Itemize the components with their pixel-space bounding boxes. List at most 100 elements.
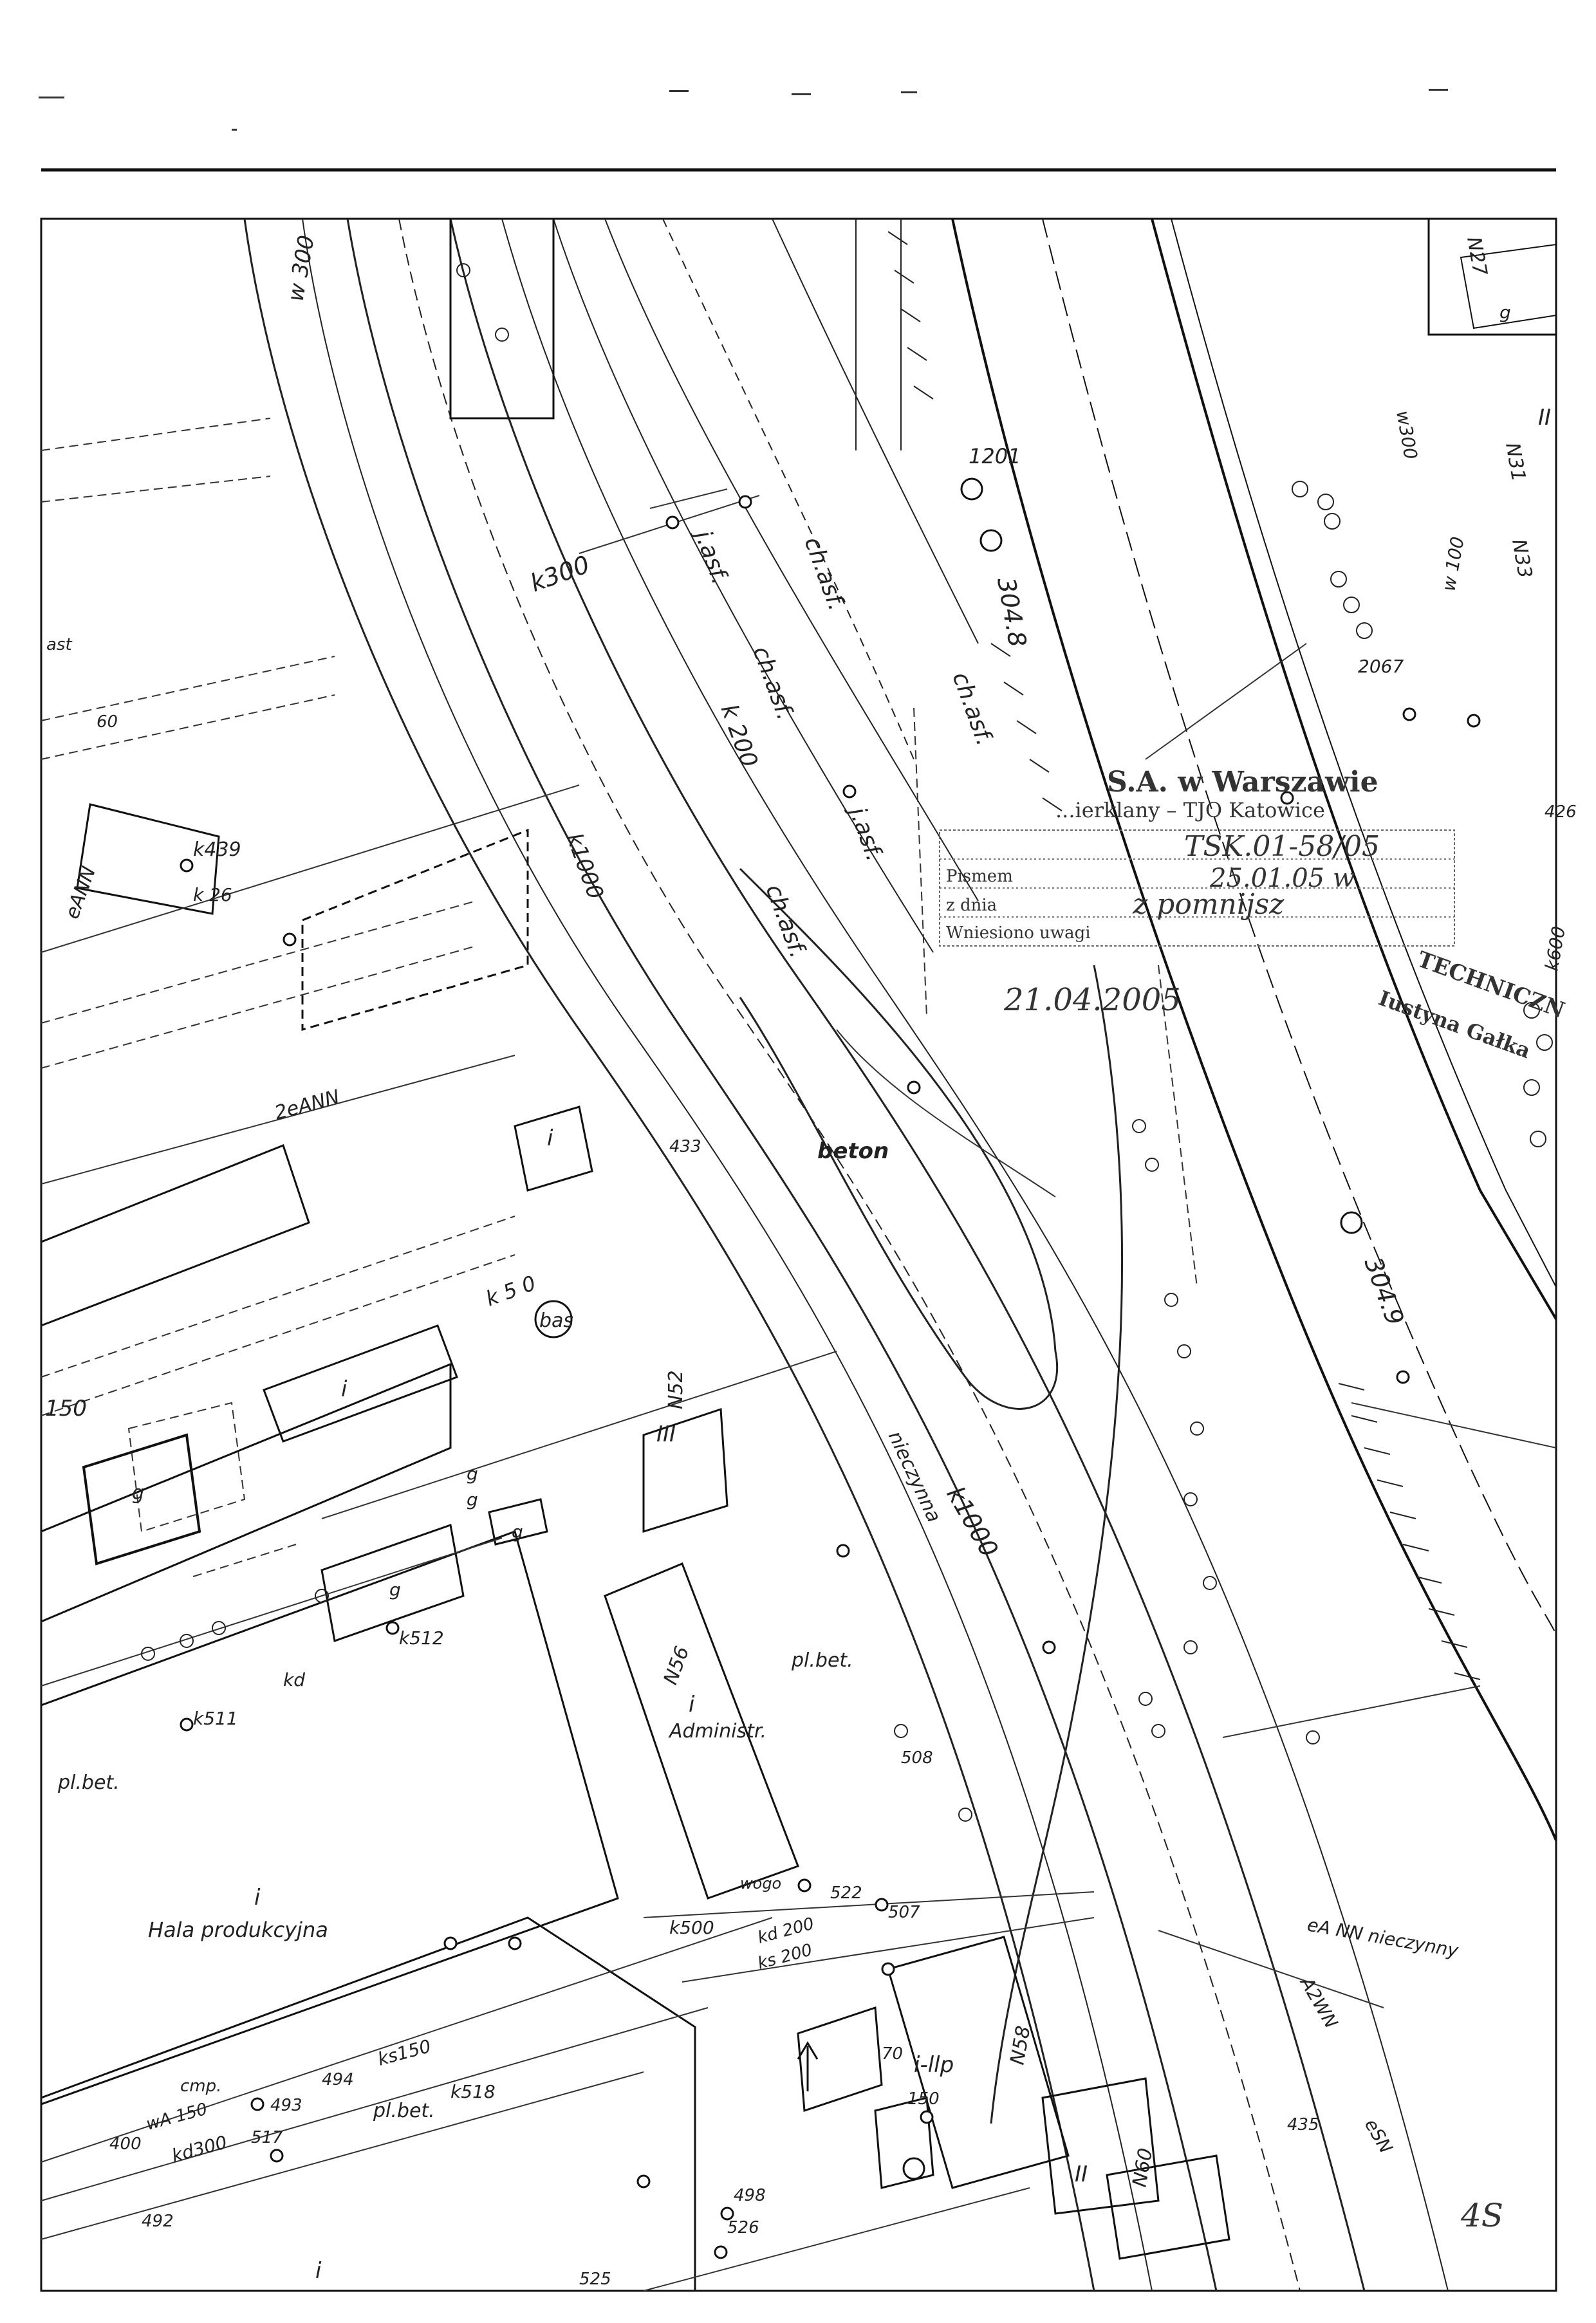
- left-buildings: [40, 217, 1557, 2292]
- label-150: 150: [907, 2089, 940, 2109]
- label-60: 60: [97, 712, 118, 732]
- label-n56: N56: [660, 1643, 694, 1688]
- label-k511: k511: [193, 1708, 238, 1729]
- map-frame: [40, 217, 1557, 2292]
- right-fence-ticks: [887, 231, 1481, 1680]
- label-k500: k500: [669, 1917, 714, 1938]
- label-433: 433: [669, 1137, 701, 1156]
- label-522: 522: [830, 1883, 862, 1903]
- boundary-dashes: [41, 418, 1198, 1577]
- label-chasf-2: ch.asf.: [748, 643, 799, 723]
- label-526: 526: [727, 2218, 759, 2237]
- label-492: 492: [142, 2212, 174, 2231]
- label-chasf-4: ch.asf.: [947, 669, 998, 749]
- label-plbet-3: pl.bet.: [373, 2100, 435, 2122]
- stamp-row2-value: 25.01.05 w: [1209, 864, 1355, 893]
- label-525: 525: [579, 2270, 611, 2289]
- label-n52: N52: [665, 1370, 687, 1409]
- label-w300: w 300: [283, 234, 319, 304]
- label-n58: N58: [1006, 2024, 1035, 2067]
- label-k512: k512: [399, 1627, 444, 1649]
- label-g-4: g: [512, 1521, 523, 1542]
- label-k300: k300: [526, 550, 593, 598]
- label-jasf-2: j.asf.: [843, 801, 888, 864]
- label-bas: bas: [539, 1310, 573, 1332]
- stamp-line2: ...ierklany – TJO Katowice: [1055, 798, 1325, 822]
- label-2067: 2067: [1358, 656, 1404, 677]
- label-wogo: wogo: [740, 1874, 781, 1893]
- label-517: 517: [251, 2128, 283, 2147]
- label-n33: N33: [1507, 537, 1536, 580]
- label-g-1: g: [132, 1482, 144, 1504]
- label-chasf-3: ch.asf.: [761, 881, 812, 961]
- stamp-row2-label: Pismem: [946, 867, 1013, 886]
- label-elev-1: 304.8: [992, 575, 1032, 649]
- main-road-lines: [243, 218, 1449, 2291]
- fence-hatching: [855, 219, 902, 450]
- stamp-row3-value: z pomnijsz: [1132, 888, 1285, 921]
- label-nieczynna: nieczynna: [884, 1428, 945, 1526]
- page-mark: 4S: [1460, 2197, 1503, 2234]
- label-k600: k600: [1541, 925, 1570, 972]
- label-508: 508: [901, 1748, 933, 1768]
- label-elev-2: 304.9: [1359, 1254, 1410, 1329]
- vegetation: [141, 263, 1553, 1822]
- label-chasf-1: ch.asf.: [799, 533, 850, 614]
- label-k518: k518: [450, 2081, 496, 2102]
- north-arrow-icon: [797, 2041, 819, 2091]
- label-k1000-a: k1000: [561, 829, 609, 902]
- label-507: 507: [888, 1903, 920, 1922]
- label-i-2: i: [341, 1376, 348, 1402]
- utility-lines: [41, 488, 1557, 2291]
- label-g-2: g: [467, 1463, 478, 1485]
- label-a2wn: A2WN: [1295, 1972, 1342, 2031]
- label-g-6: g: [1499, 302, 1511, 323]
- label-iii: III: [656, 1421, 676, 1447]
- label-kd300: kd300: [169, 2131, 229, 2167]
- stamp-row1-value: TSK.01-58/05: [1184, 830, 1380, 863]
- label-esn: eSN: [1360, 2115, 1397, 2157]
- label-eann: eANN: [61, 864, 101, 922]
- label-i-3: i: [689, 1692, 695, 1717]
- scan-specks: [39, 89, 1448, 131]
- approval-stamp: S.A. w Warszawie ...ierklany – TJO Katow…: [939, 766, 1568, 1063]
- label-i-1: i: [547, 1125, 553, 1151]
- label-i-llp: i-llp: [914, 2052, 954, 2078]
- label-k439: k439: [193, 838, 241, 861]
- label-beton: beton: [817, 1138, 889, 1164]
- label-n31: N31: [1501, 441, 1530, 483]
- label-n60: N60: [1128, 2147, 1157, 2189]
- label-administr: Administr.: [668, 1720, 766, 1743]
- label-ast: ast: [46, 635, 72, 654]
- label-wa150: wA 150: [144, 2100, 209, 2134]
- label-ii-2: II: [1075, 2161, 1088, 2187]
- stamp-line1: S.A. w Warszawie: [1107, 766, 1378, 799]
- label-400: 400: [109, 2134, 142, 2154]
- stamp-row3-label: z dnia: [946, 896, 997, 915]
- label-cmp: cmp.: [180, 2077, 221, 2096]
- label-70: 70: [882, 2044, 903, 2064]
- label-1201: 1201: [969, 444, 1021, 468]
- stamp-row4-label: Wniesiono uwagi: [946, 923, 1091, 943]
- label-426: 426: [1545, 802, 1577, 822]
- label-2eann: 2eANN: [272, 1086, 342, 1124]
- label-n27: N27: [1462, 235, 1491, 277]
- stamp-date: 21.04.2005: [1003, 982, 1181, 1018]
- label-498: 498: [734, 2186, 766, 2205]
- label-g-5: g: [389, 1579, 401, 1600]
- utility-nodes: [180, 477, 1481, 2259]
- label-eann-nieczynny: eA NN nieczynny: [1306, 1914, 1460, 1961]
- label-jasf-1: j.asf.: [689, 524, 734, 588]
- map-labels: w 300 k300 k 200 k1000 k1000 j.asf. j.as…: [45, 234, 1577, 2289]
- label-ii-1: II: [1538, 405, 1551, 430]
- label-i-5: i: [315, 2258, 322, 2284]
- right-road: [951, 218, 1557, 1841]
- label-435: 435: [1287, 2115, 1319, 2134]
- label-g-3: g: [467, 1489, 478, 1510]
- label-494: 494: [322, 2070, 354, 2089]
- label-hala: Hala produkcyjna: [148, 1918, 328, 1942]
- label-k50: k 5 0: [483, 1271, 539, 1311]
- label-493: 493: [270, 2096, 302, 2115]
- label-k1000-b: k1000: [941, 1482, 1003, 1562]
